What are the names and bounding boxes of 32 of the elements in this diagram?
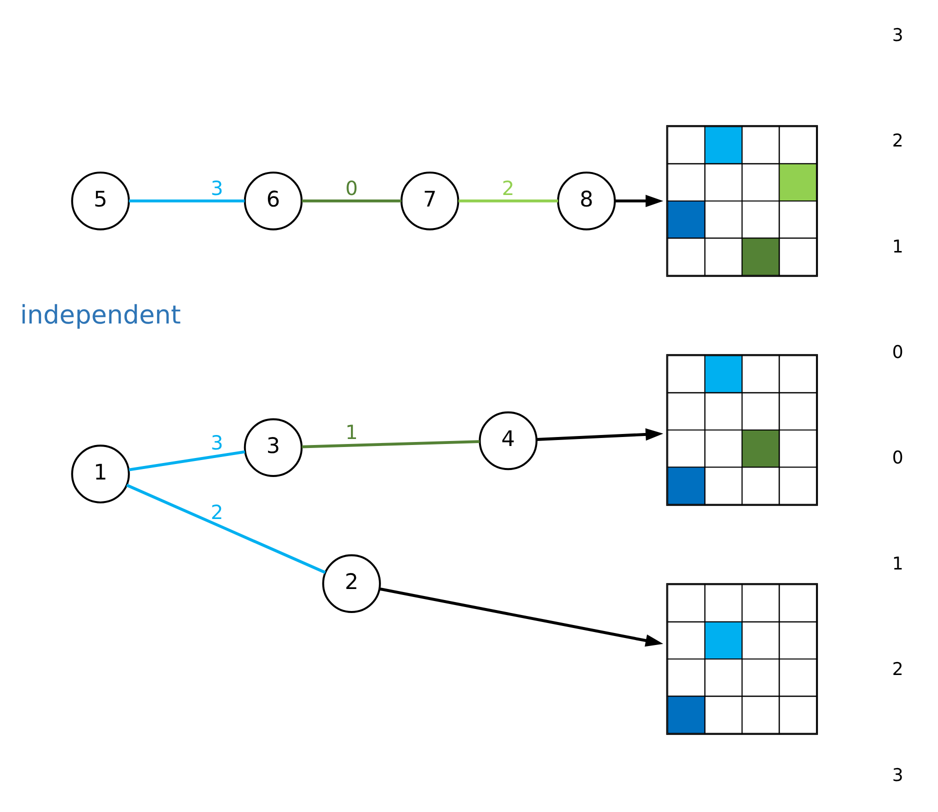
connector	[128, 199, 245, 202]
edge-label: 2	[210, 500, 224, 524]
label: 1	[892, 554, 904, 574]
node-circle: 3	[244, 418, 303, 476]
label: independent	[20, 299, 181, 330]
node-circle: 7	[400, 171, 460, 230]
arrow	[379, 586, 664, 646]
node-circle: 5	[71, 171, 130, 230]
edge-label: 3	[210, 176, 224, 200]
connector	[302, 440, 480, 448]
edge-label: 3	[210, 431, 224, 454]
arrow	[614, 194, 664, 207]
node-circle: 2	[322, 554, 381, 613]
node-circle: 8	[557, 171, 616, 230]
arrow	[536, 428, 664, 440]
connector	[128, 450, 246, 471]
connector	[458, 199, 558, 202]
label: 0	[892, 448, 904, 468]
edge-label: 1	[345, 420, 358, 444]
label: 3	[892, 765, 904, 786]
label: 3	[892, 25, 904, 46]
label: 0	[892, 342, 904, 362]
connector	[302, 199, 402, 202]
node-circle: 1	[71, 444, 130, 503]
node-circle: 4	[478, 410, 538, 470]
label: 2	[892, 131, 904, 152]
edge-label: 0	[345, 176, 358, 200]
connector	[126, 483, 326, 574]
label: 1	[892, 236, 904, 257]
node-circle: 6	[244, 171, 303, 230]
label: 2	[892, 660, 904, 680]
edge-label: 2	[502, 176, 514, 200]
